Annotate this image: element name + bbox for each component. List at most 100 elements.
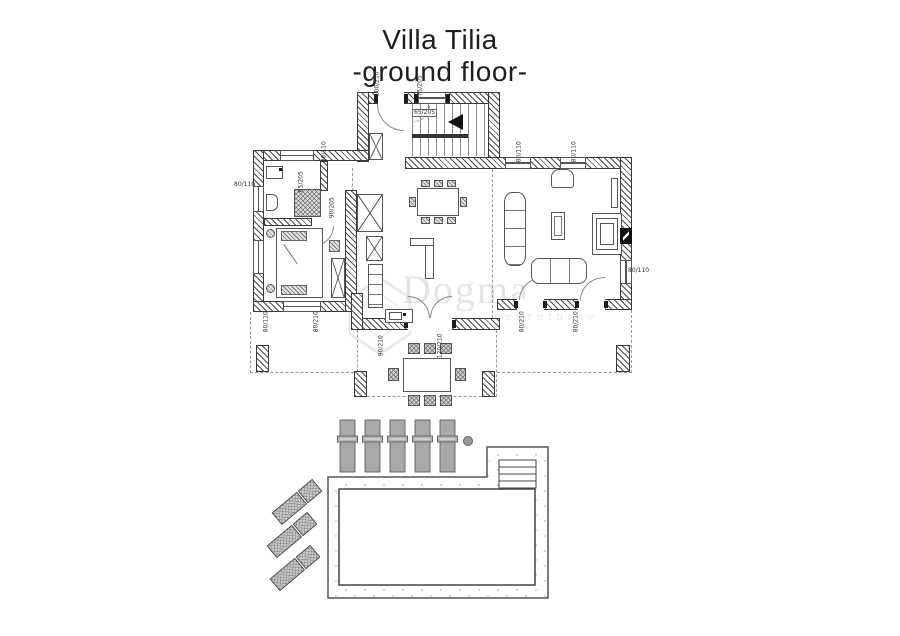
outdoor-chair bbox=[424, 343, 436, 354]
kitchen-island-top bbox=[410, 238, 434, 246]
door-jamb bbox=[543, 301, 547, 308]
wall-living-bottom bbox=[497, 299, 632, 310]
dimension-labels: 100/210 75/205 65/205 80/110 80/110 80/110 80/… bbox=[234, 71, 650, 359]
washbasin bbox=[266, 166, 283, 179]
outdoor-chair bbox=[455, 368, 466, 381]
dining-chair bbox=[447, 180, 456, 187]
door-jamb bbox=[604, 301, 608, 308]
kitchen-faucet bbox=[403, 313, 406, 316]
pool-basin bbox=[338, 488, 536, 586]
faucet bbox=[279, 168, 282, 171]
dining-chair bbox=[421, 180, 430, 187]
armchair bbox=[551, 169, 574, 188]
bed-pillow bbox=[281, 231, 307, 241]
dimension-label: 80/210 bbox=[572, 311, 580, 333]
hall-wardrobe-2 bbox=[366, 236, 383, 261]
sun-lounger bbox=[437, 419, 458, 473]
terrace-right bbox=[497, 310, 632, 373]
kitchen-sink bbox=[389, 312, 402, 320]
dimension-label: 80/110 bbox=[628, 267, 650, 274]
dining-chair bbox=[460, 197, 467, 207]
hall-wardrobe-1 bbox=[357, 194, 383, 232]
french-door-gap bbox=[408, 318, 452, 330]
window-living-top-2 bbox=[560, 157, 586, 169]
dining-table bbox=[417, 188, 459, 216]
dimension-label: 80/110 bbox=[570, 141, 578, 163]
window-tower-top bbox=[418, 92, 446, 104]
dimension-label: 75/205 bbox=[416, 75, 424, 97]
outdoor-chair bbox=[408, 343, 420, 354]
dimension-label: 80/210 bbox=[312, 311, 320, 333]
wall-tower-left bbox=[357, 92, 369, 162]
terrace-column bbox=[482, 371, 495, 397]
door-jamb bbox=[452, 320, 456, 328]
entrance-door-gap bbox=[378, 92, 404, 104]
door-gap bbox=[517, 299, 544, 310]
nightstand-lamp bbox=[266, 229, 275, 238]
diagonal-loungers bbox=[266, 478, 323, 592]
nightstand-lamp bbox=[266, 284, 275, 293]
window-jamb bbox=[414, 94, 418, 103]
door-jamb bbox=[575, 301, 579, 308]
dimension-label: 65/205 bbox=[412, 109, 438, 118]
diagonal-lounger bbox=[266, 511, 318, 559]
coffee-table-inner bbox=[554, 216, 562, 236]
dimension-label: 90/210 bbox=[377, 335, 385, 357]
pool-area-drawing bbox=[266, 419, 549, 599]
dimension-label: 120/210 bbox=[436, 333, 444, 359]
window-bath-top bbox=[280, 150, 314, 161]
terrace-column bbox=[354, 371, 367, 397]
window-bedroom-bottom bbox=[283, 301, 321, 312]
outdoor-table bbox=[403, 358, 451, 392]
sofa-bottom bbox=[531, 258, 587, 284]
wall-shelf bbox=[611, 178, 618, 208]
door-jamb bbox=[514, 301, 518, 308]
dimension-label: 80/210 bbox=[518, 311, 526, 333]
bed-pillow bbox=[281, 285, 307, 295]
door-jamb bbox=[404, 94, 408, 103]
dimension-label: 80/110 bbox=[262, 311, 270, 333]
dimension-label: 100/210 bbox=[373, 71, 381, 97]
outdoor-chair bbox=[408, 395, 420, 406]
diagonal-lounger bbox=[269, 544, 321, 592]
dining-chair bbox=[434, 217, 443, 224]
dimension-label: 80/110 bbox=[320, 141, 328, 163]
shower bbox=[294, 189, 321, 217]
sun-lounger bbox=[412, 419, 433, 473]
sun-loungers-row bbox=[337, 419, 458, 473]
outdoor-chair bbox=[440, 395, 452, 406]
wall-hall-left-joint bbox=[351, 293, 363, 330]
door-gap bbox=[578, 299, 605, 310]
floor-label: -ground floor- bbox=[352, 56, 528, 87]
outdoor-chair bbox=[388, 368, 399, 381]
dimension-label: 80/110 bbox=[234, 181, 256, 188]
window-left-1 bbox=[253, 186, 264, 212]
sun-lounger bbox=[362, 419, 383, 473]
poolside-table bbox=[463, 436, 473, 446]
kitchen-tall-unit bbox=[368, 264, 383, 308]
door-jamb bbox=[404, 320, 408, 328]
hall-shaft bbox=[369, 133, 383, 160]
toilet bbox=[266, 194, 278, 211]
wall-bath-divider bbox=[264, 218, 312, 226]
sofa-left bbox=[504, 192, 526, 266]
dimension-label: 80/110 bbox=[515, 141, 523, 163]
outdoor-chair bbox=[440, 343, 452, 354]
dimension-label: 90/205 bbox=[328, 197, 336, 219]
stair-landing-edge bbox=[412, 134, 468, 138]
fireplace-core bbox=[600, 223, 614, 245]
sun-lounger bbox=[337, 419, 358, 473]
outdoor-chair bbox=[424, 395, 436, 406]
dining-chair bbox=[434, 180, 443, 187]
dining-chair bbox=[447, 217, 456, 224]
page-title: Villa Tilia -ground floor- bbox=[0, 24, 880, 88]
dining-chair bbox=[409, 197, 416, 207]
watermark-subtitle-text: nekretnine bbox=[494, 308, 599, 323]
villa-name: Villa Tilia bbox=[382, 24, 498, 55]
fireplace-mid bbox=[596, 218, 618, 250]
stair-direction-arrow bbox=[448, 114, 463, 130]
terrace-column bbox=[616, 345, 630, 372]
fireplace-badge-mark bbox=[623, 231, 629, 241]
sun-lounger bbox=[387, 419, 408, 473]
